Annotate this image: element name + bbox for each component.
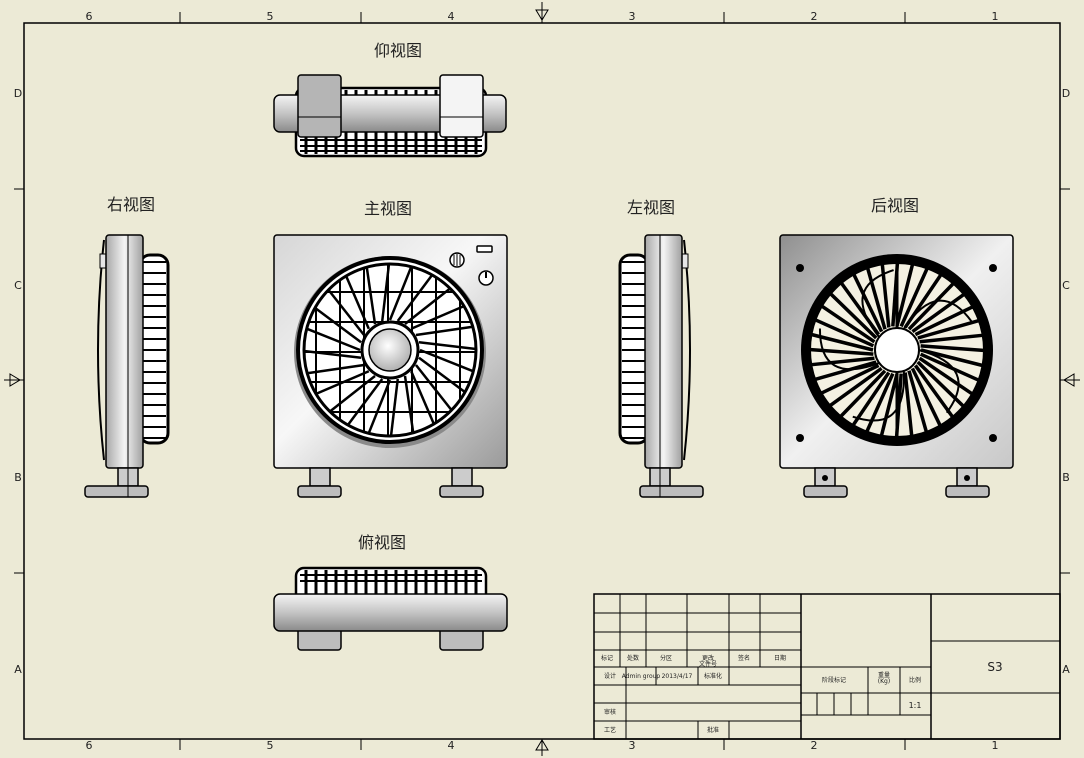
row-label: C	[14, 279, 22, 292]
col-label: 6	[86, 10, 93, 23]
tb-scale-value: 1:1	[909, 701, 922, 710]
bottom-view	[273, 74, 507, 158]
row-label: A	[1062, 663, 1070, 676]
col-label: 2	[811, 10, 818, 23]
col-label: 3	[629, 10, 636, 23]
tb-designer: Admin group	[622, 673, 661, 680]
row-label: C	[1062, 279, 1070, 292]
row-label: A	[14, 663, 22, 676]
col-label: 3	[629, 739, 636, 752]
tb-count: 处数	[627, 654, 639, 662]
rear-view	[779, 234, 1014, 498]
tb-weight: 重量(Kg)	[878, 671, 890, 685]
tb-design: 设计	[604, 672, 616, 680]
tb-mark: 标记	[601, 654, 613, 662]
tb-scale-label: 比例	[909, 676, 921, 684]
right-side-view	[84, 234, 170, 498]
right-view-label: 右视图	[107, 195, 155, 214]
tb-standardize: 标准化	[704, 672, 722, 680]
title-block-text: 标记 处数 分区 更改文件号 签名 日期 设计 Admin group 2013…	[601, 654, 1003, 734]
front-view	[273, 234, 508, 498]
tb-design-date: 2013/4/17	[662, 673, 693, 680]
tb-change-doc: 更改文件号	[699, 654, 717, 668]
title-block	[593, 593, 1061, 740]
tb-zone: 分区	[660, 654, 672, 662]
zone-labels: 6 5 4 3 2 1 6 5 4 3 2 1 D C B A D C B A	[14, 10, 1070, 752]
col-label: 6	[86, 739, 93, 752]
tb-approve: 批准	[707, 726, 719, 734]
tb-date: 日期	[774, 654, 786, 662]
rear-view-label: 后视图	[871, 196, 919, 215]
col-label: 5	[267, 10, 274, 23]
left-view-label: 左视图	[627, 198, 675, 217]
top-view	[273, 566, 508, 651]
tb-review: 审核	[604, 708, 616, 716]
col-label: 4	[448, 10, 455, 23]
col-label: 1	[992, 10, 999, 23]
tb-signature: 签名	[738, 654, 750, 662]
col-label: 4	[448, 739, 455, 752]
tb-process: 工艺	[604, 726, 616, 734]
sheet-border	[4, 2, 1080, 756]
left-side-view	[618, 234, 704, 498]
row-label: D	[14, 87, 22, 100]
col-label: 1	[992, 739, 999, 752]
bottom-view-label: 仰视图	[374, 41, 422, 60]
tb-sheet: S3	[987, 660, 1002, 674]
row-label: B	[14, 471, 22, 484]
tb-stage-mark: 阶段标记	[822, 676, 846, 684]
front-view-label: 主视图	[364, 199, 412, 218]
col-label: 2	[811, 739, 818, 752]
row-label: B	[1062, 471, 1070, 484]
row-label: D	[1062, 87, 1070, 100]
top-view-label: 俯视图	[358, 533, 406, 552]
col-label: 5	[267, 739, 274, 752]
